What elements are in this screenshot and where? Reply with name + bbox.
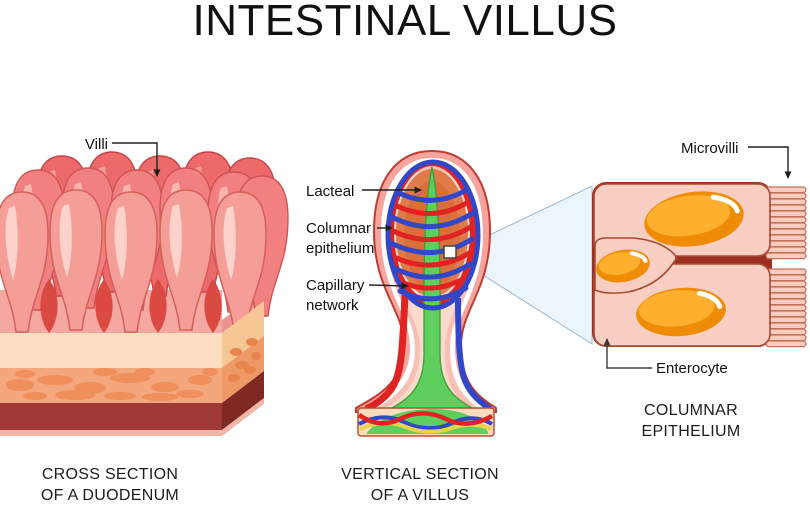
columnar-epithelium-label: Columnar epithelium bbox=[306, 219, 374, 259]
epithelium-caption: COLUMNAR EPITHELIUM bbox=[597, 400, 785, 442]
enterocyte-leader bbox=[603, 338, 652, 369]
capillary-network-label-line2: network bbox=[306, 297, 359, 314]
block-side-face bbox=[222, 301, 264, 436]
epithelium-caption-line2: EPITHELIUM bbox=[641, 423, 741, 440]
nucleus-small bbox=[596, 249, 650, 283]
vein-ring bbox=[385, 159, 481, 311]
capillary-stalk-left bbox=[364, 294, 409, 413]
base-artery-wave bbox=[357, 411, 494, 426]
lacteal-label: Lacteal bbox=[306, 183, 355, 200]
villi-label: Villi bbox=[84, 136, 108, 153]
microvilli-leader bbox=[748, 146, 792, 179]
mucosa-layer bbox=[0, 333, 222, 368]
villi-leader bbox=[112, 142, 161, 177]
columnar-epithelium-label-line1: Columnar bbox=[306, 220, 372, 237]
diagram-title: INTESTINAL VILLUS bbox=[192, 0, 618, 45]
vein-stalk-right bbox=[455, 297, 492, 412]
villus-caption-line2: OF A VILLUS bbox=[370, 487, 470, 504]
leader-lines bbox=[112, 142, 792, 369]
microvilli-loops-bottom bbox=[765, 268, 807, 348]
duodenum-caption-line1: CROSS SECTION bbox=[41, 466, 179, 483]
capillary-network-label: Capillary network bbox=[306, 276, 364, 316]
capillary-network-label-line1: Capillary bbox=[306, 277, 365, 294]
nucleus-bottom bbox=[636, 287, 726, 337]
epithelium-caption-line1: COLUMNAR bbox=[644, 402, 738, 419]
base-vein-wave bbox=[358, 415, 494, 431]
vein-arcs bbox=[388, 186, 476, 302]
capillary-leader bbox=[368, 282, 409, 290]
block-bottom-edge bbox=[0, 430, 222, 436]
villus-caption-line1: VERTICAL SECTION bbox=[341, 466, 499, 483]
nucleus-top bbox=[644, 191, 744, 247]
enterocyte-label: Enterocyte bbox=[656, 360, 728, 377]
columnar-epithelium-label-line2: epithelium bbox=[306, 240, 375, 257]
magnifier-source-box bbox=[443, 245, 457, 259]
microvilli-label: Microvilli bbox=[681, 140, 739, 157]
duodenum-illustration bbox=[0, 151, 289, 436]
capillary-arcs bbox=[388, 198, 475, 291]
submucosa-cells bbox=[6, 368, 218, 401]
villi-base-shadows bbox=[40, 279, 222, 333]
muscle-layer bbox=[0, 403, 222, 430]
duodenum-caption-line2: OF A DUODENUM bbox=[40, 487, 180, 504]
villus-illustration bbox=[355, 149, 497, 437]
microvilli-loops-top bbox=[765, 186, 807, 260]
epithelium-illustration bbox=[592, 182, 807, 348]
